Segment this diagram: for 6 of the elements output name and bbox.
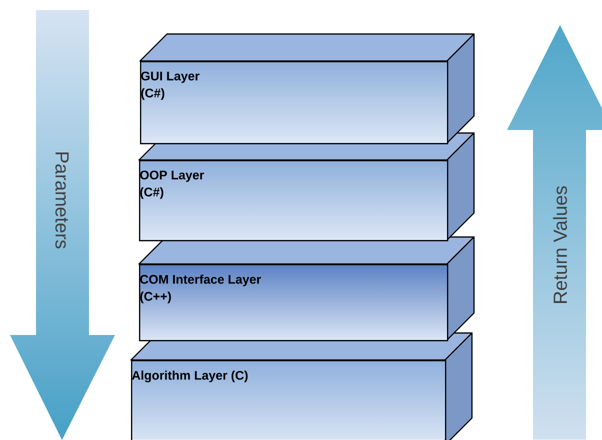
- arrow-label: Return Values: [553, 186, 567, 303]
- layer-block: GUI Layer (C#): [139, 33, 475, 144]
- arrow-label: Parameters: [55, 152, 69, 248]
- layer-block: Algorithm Layer (C): [130, 332, 473, 440]
- layer-block: OOP Layer (C#): [138, 132, 475, 242]
- layer-block: COM Interface Layer (C++): [138, 236, 475, 342]
